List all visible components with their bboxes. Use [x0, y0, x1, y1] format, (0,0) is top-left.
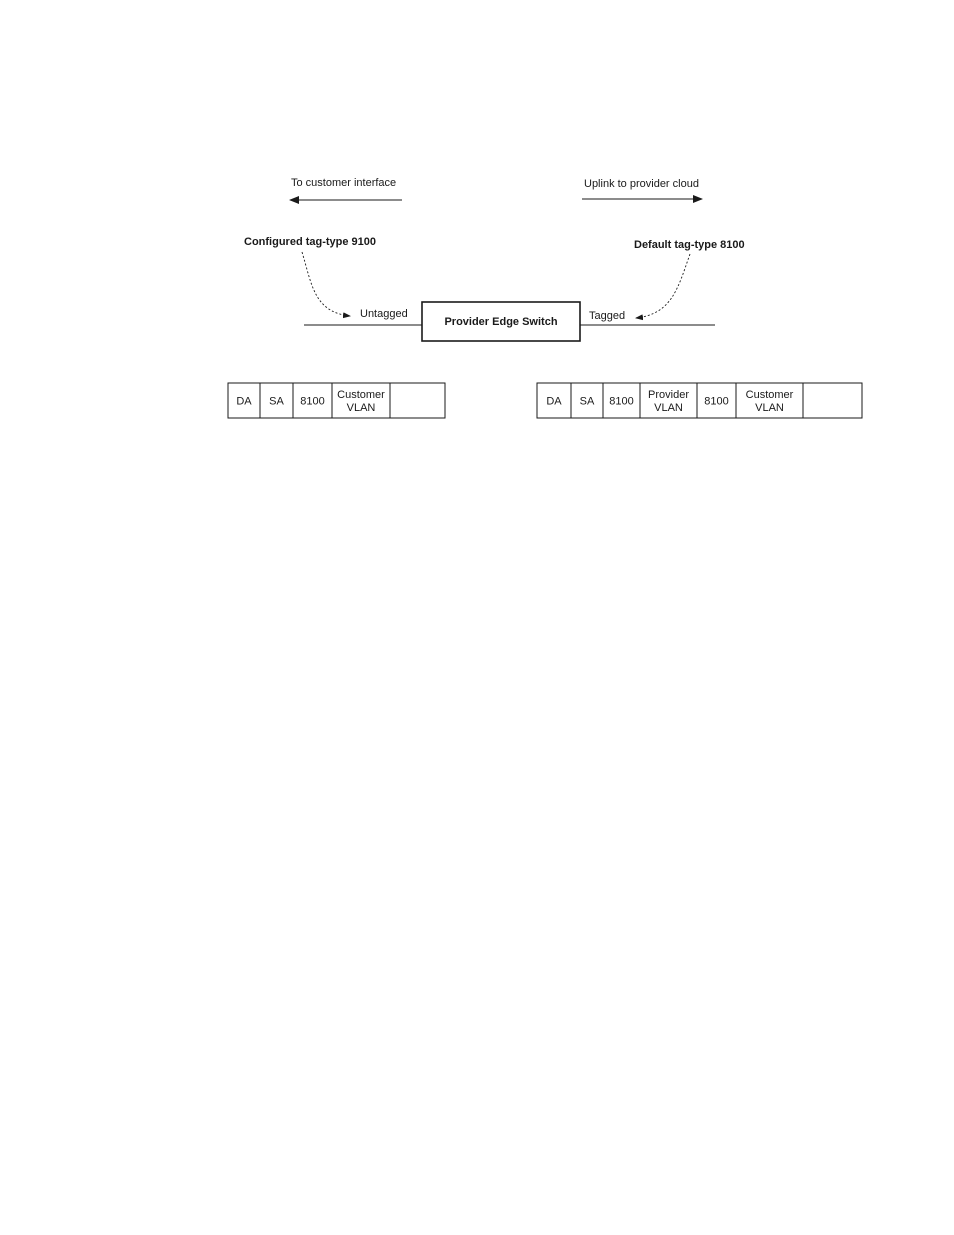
customer-frame-cell-text: VLAN — [347, 402, 376, 414]
direction-left-label: To customer interface — [291, 177, 396, 189]
callout-left-label: Configured tag-type 9100 — [244, 236, 376, 248]
provider-frame-cell-text: Provider — [648, 389, 689, 401]
customer-frame-cell-text: DA — [236, 396, 252, 408]
provider-frame-cell-text: 8100 — [704, 396, 728, 408]
provider-frame-cell-text: SA — [580, 396, 595, 408]
provider-frame-cell-text: 8100 — [609, 396, 633, 408]
customer-frame-cell-text: Customer — [337, 389, 385, 401]
provider-frame-cell-text: DA — [546, 396, 562, 408]
callout-right-leader — [636, 254, 690, 318]
port-left-label: Untagged — [360, 308, 408, 320]
callout-right-label: Default tag-type 8100 — [634, 239, 745, 251]
customer-frame-cell-text: SA — [269, 396, 284, 408]
callout-left-leader — [302, 252, 350, 316]
customer-frame-cell — [390, 383, 445, 418]
provider-edge-switch-label: Provider Edge Switch — [444, 316, 557, 328]
customer-frame-cell-text: 8100 — [300, 396, 324, 408]
direction-right-label: Uplink to provider cloud — [584, 178, 699, 190]
provider-frame-cell-text: VLAN — [654, 402, 683, 414]
port-right-label: Tagged — [589, 310, 625, 322]
provider-frame-cell-text: VLAN — [755, 402, 784, 414]
provider-frame-cell — [803, 383, 862, 418]
provider-frame-cell-text: Customer — [746, 389, 794, 401]
